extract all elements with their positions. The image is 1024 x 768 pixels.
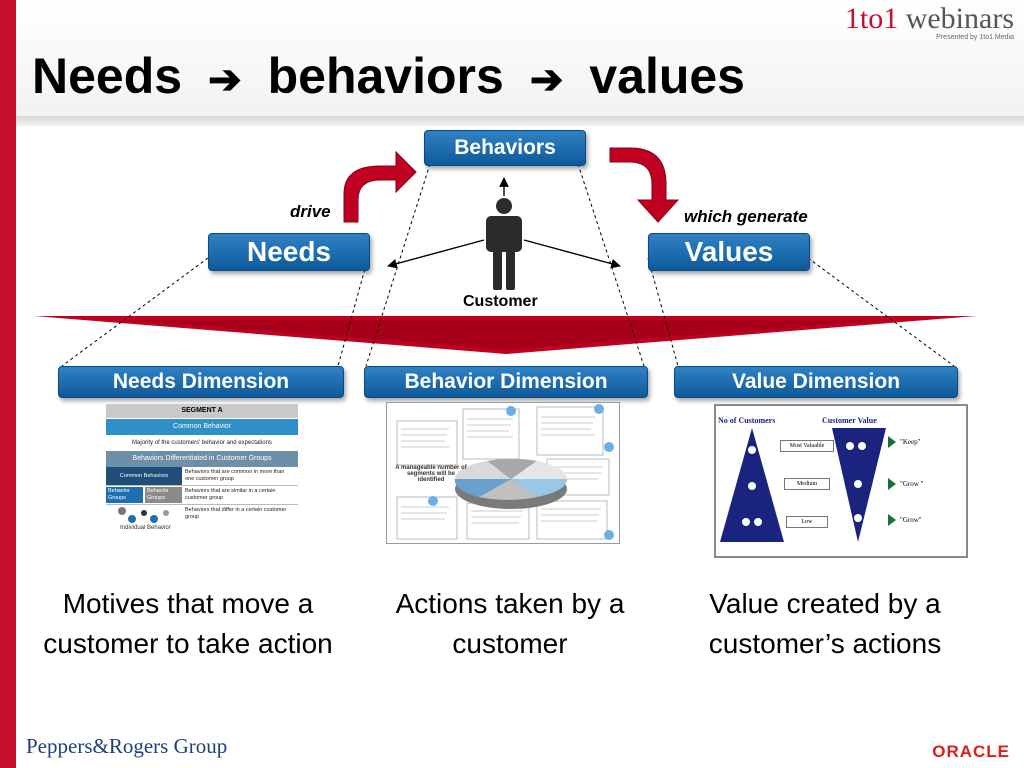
customer-label: Customer	[463, 293, 538, 310]
title-behaviors: behaviors	[267, 48, 504, 104]
most-valuable-label: Most Valuable	[780, 440, 834, 452]
customer-arrows	[387, 177, 621, 269]
values-box: Values	[648, 233, 810, 271]
behavior-groups-label: Behavior Groups	[106, 487, 143, 503]
logo-1to1-webinars: 1to1 webinars Presented by 1to1 Media	[844, 2, 1014, 42]
needs-box: Needs	[208, 233, 370, 271]
behavior-groups-label: Behavior Groups	[145, 487, 182, 503]
table-row: Behaviors that differ in a certain custo…	[106, 505, 298, 525]
person-icon	[486, 198, 522, 290]
arrow-right-icon: ➔	[529, 58, 564, 102]
left-accent-bar	[0, 0, 16, 768]
needs-dimension-thumbnail: SEGMENT A Common Behavior Majority of th…	[106, 404, 298, 556]
logo-1to1-suffix: webinars	[905, 2, 1014, 35]
slide-title: Needs ➔ behaviors ➔ values	[32, 46, 745, 110]
segments-pie-icon	[396, 404, 614, 540]
dashed-connectors	[61, 163, 955, 367]
differentiated-bar: Behaviors Differentiated in Customer Gro…	[106, 451, 298, 467]
medium-label: Medium	[784, 478, 830, 490]
common-behavior-bar: Common Behavior	[106, 419, 298, 435]
behavior-caption: Actions taken by a customer	[395, 588, 625, 659]
drive-arrow-icon	[343, 150, 417, 223]
arrow-right-icon: ➔	[208, 58, 242, 102]
value-pyramids-icon	[720, 428, 896, 542]
table-row: Common Behaviors Behaviors that are comm…	[106, 467, 298, 486]
behavior-groups-cell: Behavior Groups Behavior Groups	[106, 486, 182, 504]
which-generate-label: which generate	[684, 207, 808, 226]
behavior-dimension-box: Behavior Dimension	[364, 366, 648, 398]
behavior-dimension-thumbnail: A manageable number of segments will be …	[386, 402, 620, 544]
segments-center-text: A manageable number of segments will be …	[395, 465, 467, 483]
no-of-customers-heading: No of Customers	[718, 416, 776, 425]
row-description: Behaviors that are common in more than o…	[185, 469, 285, 482]
oracle-logo: ORACLE	[932, 742, 1010, 761]
drive-label: drive	[290, 202, 331, 221]
needs-caption: Motives that move a customer to take act…	[43, 588, 333, 659]
red-chevron-shade	[120, 320, 890, 350]
individual-behavior-label: Individual Behavior	[120, 525, 171, 531]
generate-arrow-icon	[609, 147, 680, 223]
common-behaviors-cell: Common Behaviors	[106, 467, 182, 485]
header-rule	[16, 116, 1024, 126]
keep-tag: "Keep"	[900, 438, 921, 446]
logo-1to1-prefix: 1to1	[844, 2, 899, 35]
behaviors-box: Behaviors	[424, 130, 586, 166]
low-label: Low	[786, 516, 828, 528]
title-needs: Needs	[32, 48, 183, 104]
grow-tag: "Grow "	[900, 480, 924, 488]
title-values: values	[589, 48, 745, 104]
individual-dots-cell	[106, 505, 182, 525]
majority-text: Majority of the customers' behavior and …	[132, 440, 272, 446]
row-description: Behaviors that are similar in a certain …	[185, 488, 276, 501]
value-dimension-thumbnail: No of Customers Customer Value Most Valu…	[714, 404, 968, 558]
table-row: Behavior Groups Behavior Groups Behavior…	[106, 486, 298, 505]
needs-dimension-box: Needs Dimension	[58, 366, 344, 398]
customer-value-heading: Customer Value	[822, 416, 877, 425]
value-caption: Value created by a customer’s actions	[708, 588, 942, 659]
individual-dots-icon	[118, 507, 169, 523]
value-dimension-box: Value Dimension	[674, 366, 958, 398]
header-band	[16, 0, 1024, 116]
row-description: Behaviors that differ in a certain custo…	[185, 507, 287, 520]
segment-header: SEGMENT A	[106, 404, 298, 418]
logo-1to1-tagline: Presented by 1to1 Media	[936, 34, 1014, 41]
grow-tag: "Grow"	[900, 516, 922, 524]
peppers-rogers-logo: Peppers&Rogers Group	[26, 734, 228, 758]
